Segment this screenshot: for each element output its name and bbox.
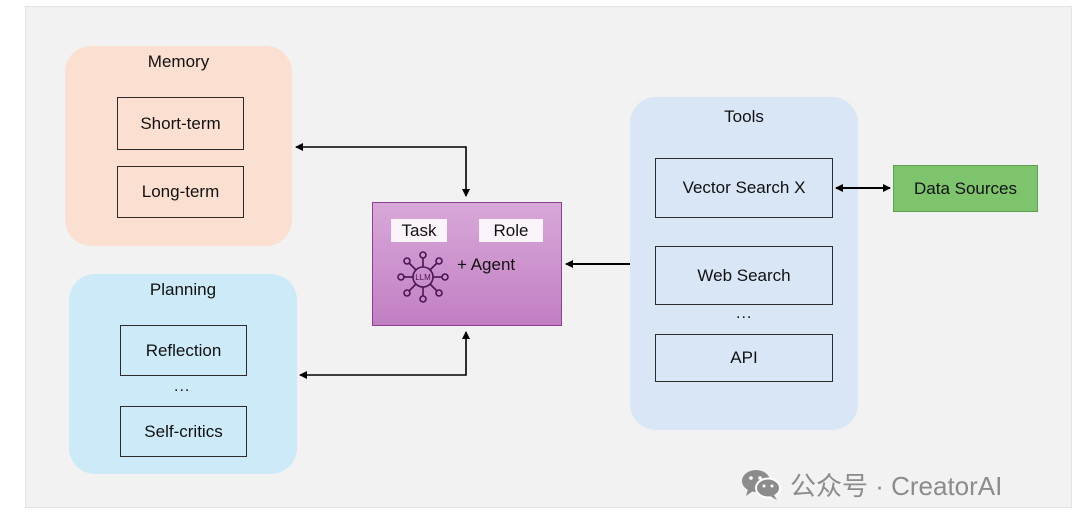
tools-vector-search-box: Vector Search X bbox=[655, 158, 833, 218]
planning-panel: Planning Reflection ... Self-critics bbox=[69, 274, 297, 474]
data-sources-box: Data Sources bbox=[893, 165, 1038, 212]
tools-api-box: API bbox=[655, 334, 833, 382]
wechat-icon bbox=[742, 470, 781, 500]
memory-agent-connector bbox=[295, 143, 470, 197]
role-label: Role bbox=[479, 219, 543, 242]
watermark-text: 公众号 · CreatorAI bbox=[790, 470, 1003, 501]
memory-long-term-box: Long-term bbox=[117, 166, 244, 218]
planning-title: Planning bbox=[149, 280, 217, 299]
tools-ellipsis: ... bbox=[736, 305, 753, 322]
tools-web-search-box: Web Search bbox=[655, 246, 833, 305]
memory-panel: Memory Short-term Long-term bbox=[65, 46, 292, 246]
tools-title: Tools bbox=[724, 107, 764, 126]
planning-self-critics-box: Self-critics bbox=[120, 406, 247, 457]
llm-icon-text: LLM bbox=[415, 273, 431, 282]
llm-network-icon: LLM bbox=[397, 251, 449, 303]
memory-title: Memory bbox=[147, 52, 210, 71]
planning-agent-connector bbox=[299, 331, 470, 379]
tools-panel: Tools Vector Search X Web Search ... API bbox=[630, 97, 858, 430]
planning-reflection-box: Reflection bbox=[120, 325, 247, 376]
agent-label: + Agent bbox=[457, 255, 516, 274]
task-label: Task bbox=[391, 219, 447, 242]
agent-box: Task Role LLM + Agent bbox=[372, 202, 562, 326]
planning-ellipsis: ... bbox=[174, 378, 191, 395]
memory-short-term-box: Short-term bbox=[117, 97, 244, 150]
watermark: 公众号 · CreatorAI bbox=[740, 466, 1002, 502]
